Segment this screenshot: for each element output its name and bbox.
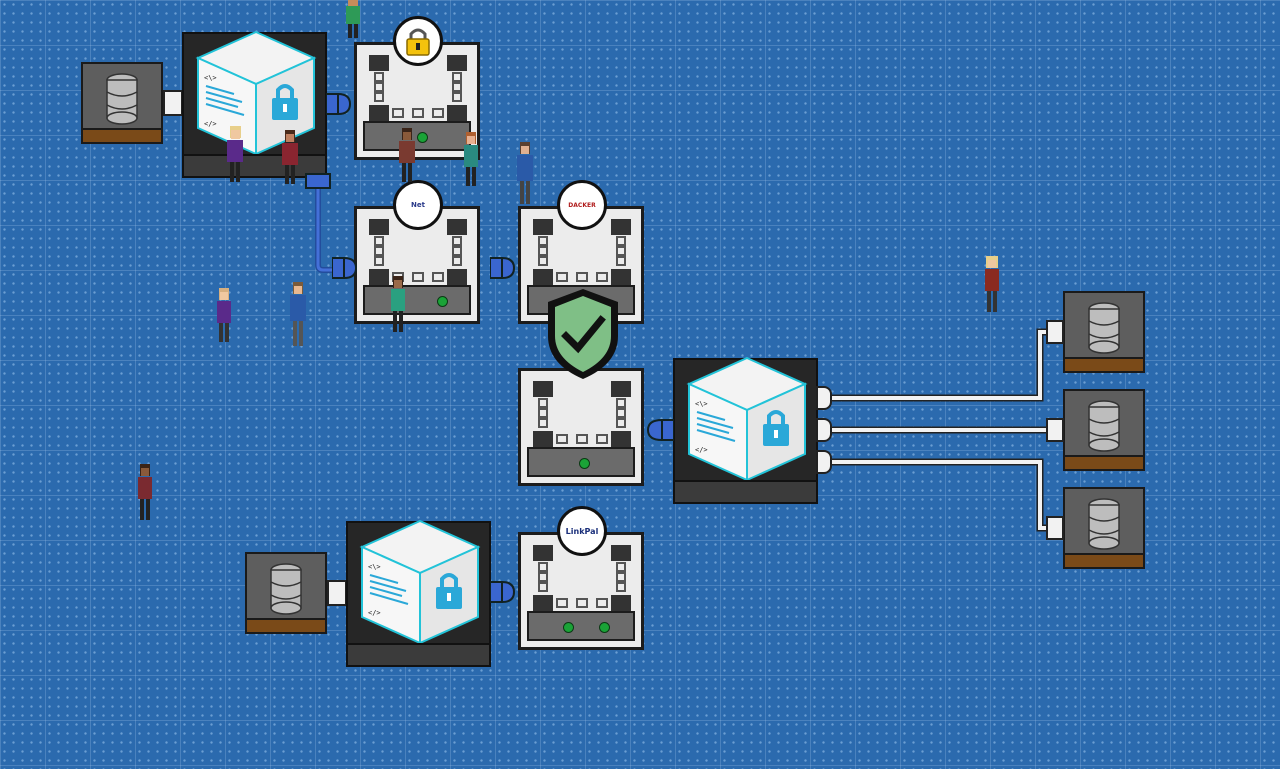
db-connector-right-3	[1046, 516, 1064, 540]
code-cube-icon: <\> </>	[195, 30, 317, 156]
blue-cable-server-net-highlight	[316, 180, 336, 272]
person-plaid[interactable]	[396, 128, 418, 184]
svg-text:<\>: <\>	[695, 400, 708, 408]
person-purple[interactable]	[214, 288, 234, 344]
chain-frame-icon	[533, 219, 631, 285]
net-badge: Net	[393, 180, 443, 230]
chain-frame-icon	[369, 219, 467, 285]
white-cables	[826, 328, 1060, 532]
database-icon	[1088, 302, 1120, 354]
database-right-2[interactable]	[1063, 389, 1145, 471]
person-striped[interactable]	[388, 276, 408, 334]
net-badge-label: Net	[411, 201, 425, 209]
person-green[interactable]	[343, 0, 363, 40]
db-connector-right-2	[1046, 418, 1064, 442]
blue-plug-connector	[490, 256, 516, 280]
svg-text:<\>: <\>	[204, 74, 217, 82]
linkpal-badge-label: LinkPal	[565, 526, 599, 536]
person-blue-shirt[interactable]	[514, 142, 536, 206]
server-bottom[interactable]: <\> </>	[346, 519, 491, 667]
white-plug-connector	[816, 386, 832, 410]
lock-icon	[406, 28, 430, 56]
chain-frame-icon	[369, 55, 467, 121]
dacker-badge: DACKER	[557, 180, 607, 230]
lock-icon	[272, 84, 298, 120]
lock-badge	[393, 16, 443, 66]
person-red[interactable]	[279, 130, 301, 186]
blue-plug-connector	[490, 580, 516, 604]
database-right-1[interactable]	[1063, 291, 1145, 373]
database-icon	[1088, 400, 1120, 452]
svg-text:</>: </>	[368, 609, 381, 617]
dacker-badge-label: DACKER	[568, 201, 596, 209]
database-icon	[1088, 498, 1120, 550]
db-connector-right-1	[1046, 320, 1064, 344]
blue-plug-connector	[646, 418, 674, 442]
person-teal[interactable]	[461, 132, 481, 188]
module-secure[interactable]	[518, 358, 648, 486]
code-cube-icon: <\> </>	[686, 356, 808, 482]
shield-check-icon	[548, 289, 618, 379]
module-linkpal[interactable]: LinkPal	[518, 506, 648, 650]
chain-frame-icon	[533, 545, 631, 611]
module-net[interactable]: Net	[354, 180, 484, 324]
server-top-left[interactable]: <\> </>	[182, 30, 327, 178]
blue-plug-connector	[326, 92, 352, 116]
svg-text:</>: </>	[204, 120, 217, 128]
lock-icon	[763, 410, 789, 446]
blue-plug-connector	[305, 173, 331, 189]
database-top-left[interactable]	[81, 62, 163, 144]
person-blonde-red[interactable]	[982, 256, 1002, 314]
database-icon	[106, 73, 138, 125]
code-cube-icon: <\> </>	[359, 519, 481, 645]
person-maroon[interactable]	[135, 464, 155, 522]
database-right-3[interactable]	[1063, 487, 1145, 569]
chain-frame-icon	[533, 381, 631, 447]
database-bottom-left[interactable]	[245, 552, 327, 634]
white-plug-connector	[816, 418, 832, 442]
svg-text:</>: </>	[695, 446, 708, 454]
blue-plug-connector	[332, 256, 358, 280]
linkpal-badge: LinkPal	[557, 506, 607, 556]
database-icon	[270, 563, 302, 615]
module-lock[interactable]	[354, 16, 484, 160]
svg-text:<\>: <\>	[368, 563, 381, 571]
white-plug-connector	[816, 450, 832, 474]
person-blue-glasses[interactable]	[287, 282, 309, 348]
db-connector-top-left	[163, 90, 183, 116]
db-connector-bottom-left	[327, 580, 347, 606]
person-purple-blonde[interactable]	[224, 126, 246, 184]
lock-icon	[436, 573, 462, 609]
server-middle-right[interactable]: <\> </>	[673, 356, 818, 504]
